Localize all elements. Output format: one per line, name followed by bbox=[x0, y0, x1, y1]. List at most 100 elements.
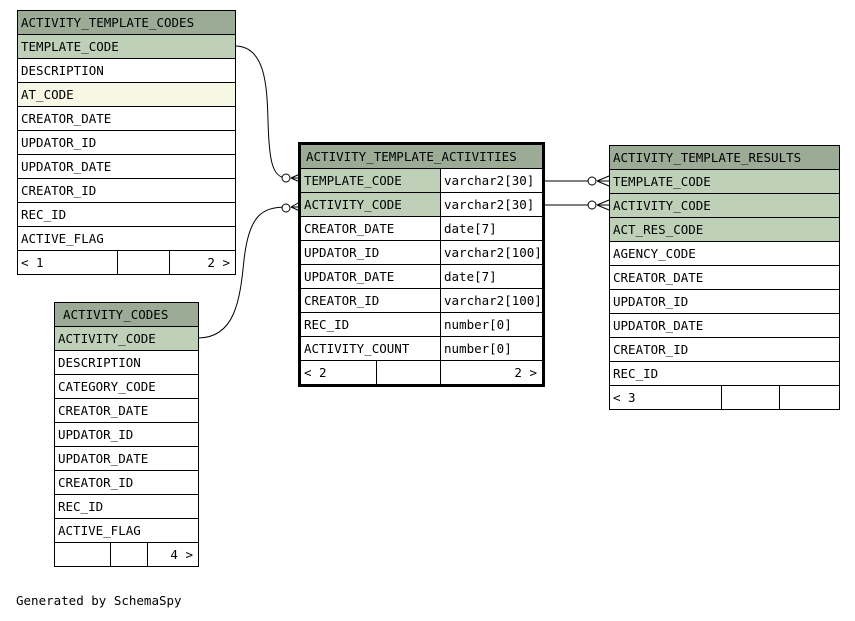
table-activity-template-codes[interactable]: ACTIVITY_TEMPLATE_CODES TEMPLATE_CODE DE… bbox=[17, 10, 236, 275]
table-row[interactable]: CREATOR_DATE bbox=[55, 399, 198, 423]
footer-spacer bbox=[377, 361, 441, 384]
table-footer: < 1 2 > bbox=[18, 251, 235, 274]
generated-by-label: Generated by SchemaSpy bbox=[16, 593, 182, 608]
column-type: varchar2[30] bbox=[441, 169, 542, 192]
table-row[interactable]: ACTIVE_FLAG bbox=[18, 227, 235, 251]
edge-endpoint-circle bbox=[281, 173, 291, 183]
child-count[interactable]: 4 > bbox=[170, 547, 193, 562]
parent-count[interactable]: < 2 bbox=[301, 361, 377, 384]
column-name: ACTIVITY_COUNT bbox=[301, 337, 441, 360]
column-name: CATEGORY_CODE bbox=[58, 379, 156, 394]
table-title: ACTIVITY_CODES bbox=[63, 307, 169, 322]
table-row[interactable]: ACTIVE_FLAG bbox=[55, 519, 198, 543]
table-row[interactable]: CREATOR_ID bbox=[610, 338, 839, 362]
table-row[interactable]: ACTIVITY_COUNT number[0] bbox=[301, 337, 542, 361]
table-header: ACTIVITY_CODES bbox=[55, 303, 198, 327]
crowfoot-marker bbox=[596, 175, 610, 187]
column-name: UPDATOR_DATE bbox=[58, 451, 149, 466]
column-name: REC_ID bbox=[301, 313, 441, 336]
parent-count[interactable] bbox=[55, 543, 111, 566]
table-row[interactable]: UPDATOR_ID bbox=[610, 290, 839, 314]
column-name: CREATOR_DATE bbox=[21, 111, 112, 126]
column-name: ACTIVITY_CODE bbox=[301, 193, 441, 216]
column-type: date[7] bbox=[444, 221, 497, 236]
table-row[interactable]: UPDATOR_ID bbox=[55, 423, 198, 447]
table-row[interactable]: ACT_RES_CODE bbox=[610, 218, 839, 242]
footer-spacer bbox=[118, 251, 170, 274]
table-row[interactable]: CREATOR_DATE bbox=[610, 266, 839, 290]
column-name: TEMPLATE_CODE bbox=[21, 39, 119, 54]
table-row[interactable]: UPDATOR_DATE bbox=[55, 447, 198, 471]
table-title: ACTIVITY_TEMPLATE_CODES bbox=[21, 15, 195, 30]
column-name: CREATOR_ID bbox=[301, 289, 441, 312]
edge-template-codes-to-activities bbox=[234, 45, 288, 179]
table-row[interactable]: TEMPLATE_CODE varchar2[30] bbox=[301, 169, 542, 193]
column-name: TEMPLATE_CODE bbox=[613, 174, 711, 189]
table-row[interactable]: TEMPLATE_CODE bbox=[18, 35, 235, 59]
table-row[interactable]: CREATOR_ID bbox=[18, 179, 235, 203]
column-name: AT_CODE bbox=[21, 87, 74, 102]
parent-count[interactable]: < 1 bbox=[18, 251, 118, 274]
column-name: ACTIVITY_CODE bbox=[58, 331, 156, 346]
footer-spacer bbox=[722, 386, 780, 409]
column-name: ACTIVITY_CODE bbox=[613, 198, 711, 213]
table-row[interactable]: DESCRIPTION bbox=[55, 351, 198, 375]
table-row[interactable]: ACTIVITY_CODE bbox=[610, 194, 839, 218]
edge-activity-codes-to-activities bbox=[197, 206, 288, 339]
table-footer: < 3 bbox=[610, 386, 839, 409]
column-name: CREATOR_ID bbox=[613, 342, 689, 357]
column-name: UPDATOR_ID bbox=[21, 135, 97, 150]
table-row[interactable]: AT_CODE bbox=[18, 83, 235, 107]
column-name: UPDATOR_DATE bbox=[301, 265, 441, 288]
table-title: ACTIVITY_TEMPLATE_ACTIVITIES bbox=[306, 149, 517, 164]
table-row[interactable]: UPDATOR_ID bbox=[18, 131, 235, 155]
column-name: CREATOR_DATE bbox=[58, 403, 149, 418]
column-name: REC_ID bbox=[21, 207, 67, 222]
column-name: CREATOR_DATE bbox=[613, 270, 704, 285]
table-row[interactable]: DESCRIPTION bbox=[18, 59, 235, 83]
table-row[interactable]: UPDATOR_DATE bbox=[18, 155, 235, 179]
table-row[interactable]: AGENCY_CODE bbox=[610, 242, 839, 266]
table-activity-template-results[interactable]: ACTIVITY_TEMPLATE_RESULTS TEMPLATE_CODE … bbox=[609, 145, 840, 410]
column-type: varchar2[30] bbox=[441, 193, 542, 216]
table-row[interactable]: CREATOR_ID varchar2[100] bbox=[301, 289, 542, 313]
table-row[interactable]: UPDATOR_DATE bbox=[610, 314, 839, 338]
table-row[interactable]: REC_ID bbox=[610, 362, 839, 386]
column-name: ACT_RES_CODE bbox=[613, 222, 704, 237]
table-activity-codes[interactable]: ACTIVITY_CODES ACTIVITY_CODE DESCRIPTION… bbox=[54, 302, 199, 567]
table-row[interactable]: TEMPLATE_CODE bbox=[610, 170, 839, 194]
table-row[interactable]: CATEGORY_CODE bbox=[55, 375, 198, 399]
column-name: DESCRIPTION bbox=[58, 355, 141, 370]
edge-endpoint-circle bbox=[587, 200, 597, 210]
column-name: UPDATOR_ID bbox=[613, 294, 689, 309]
column-name: UPDATOR_ID bbox=[58, 427, 134, 442]
table-row[interactable]: CREATOR_DATE bbox=[18, 107, 235, 131]
crowfoot-marker bbox=[596, 199, 610, 211]
parent-count[interactable]: < 3 bbox=[610, 386, 722, 409]
column-type: varchar2[100] bbox=[444, 293, 542, 308]
column-type: number[0] bbox=[444, 317, 512, 332]
table-activity-template-activities[interactable]: ACTIVITY_TEMPLATE_ACTIVITIES TEMPLATE_CO… bbox=[298, 142, 545, 387]
column-name: UPDATOR_DATE bbox=[613, 318, 704, 333]
column-name: DESCRIPTION bbox=[21, 63, 104, 78]
column-name: CREATOR_ID bbox=[21, 183, 97, 198]
column-name: ACTIVE_FLAG bbox=[58, 523, 141, 538]
table-row[interactable]: REC_ID bbox=[18, 203, 235, 227]
column-name: AGENCY_CODE bbox=[613, 246, 696, 261]
edge-endpoint-circle bbox=[281, 203, 291, 213]
table-row[interactable]: ACTIVITY_CODE varchar2[30] bbox=[301, 193, 542, 217]
child-count[interactable]: 2 > bbox=[207, 255, 230, 270]
column-name: UPDATOR_DATE bbox=[21, 159, 112, 174]
table-row[interactable]: CREATOR_DATE date[7] bbox=[301, 217, 542, 241]
table-row[interactable]: REC_ID number[0] bbox=[301, 313, 542, 337]
child-count[interactable] bbox=[780, 386, 839, 409]
table-row[interactable]: UPDATOR_DATE date[7] bbox=[301, 265, 542, 289]
table-footer: < 2 2 > bbox=[301, 361, 542, 384]
table-row[interactable]: REC_ID bbox=[55, 495, 198, 519]
table-row[interactable]: UPDATOR_ID varchar2[100] bbox=[301, 241, 542, 265]
table-row[interactable]: CREATOR_ID bbox=[55, 471, 198, 495]
column-name: REC_ID bbox=[613, 366, 659, 381]
child-count[interactable]: 2 > bbox=[514, 365, 537, 380]
footer-spacer bbox=[111, 543, 148, 566]
table-row[interactable]: ACTIVITY_CODE bbox=[55, 327, 198, 351]
